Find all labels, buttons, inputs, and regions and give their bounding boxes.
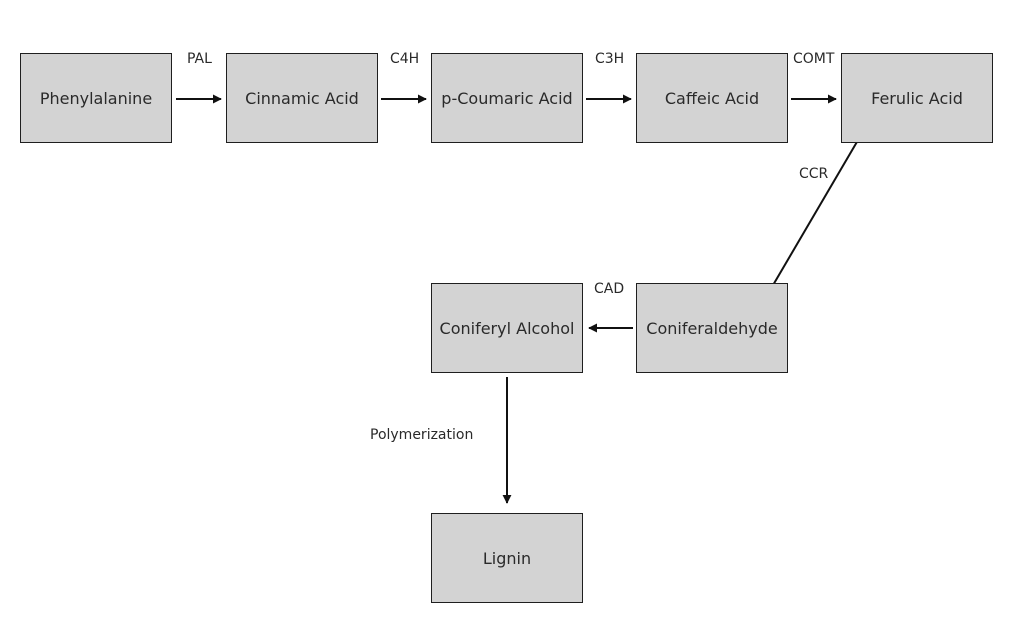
edge-label-polymerization: Polymerization bbox=[370, 427, 474, 443]
node-label: Phenylalanine bbox=[39, 88, 153, 108]
node-coniferyl-alcohol: Coniferyl Alcohol bbox=[431, 283, 583, 373]
node-label: Lignin bbox=[482, 548, 532, 568]
edge-label-cad: CAD bbox=[594, 281, 625, 297]
node-label: Coniferyl Alcohol bbox=[439, 318, 575, 338]
arrow-ferulic-to-coniferaldehyde bbox=[768, 134, 862, 293]
edge-label-ccr: CCR bbox=[799, 166, 829, 182]
edge-label-pal: PAL bbox=[187, 51, 212, 67]
node-phenylalanine: Phenylalanine bbox=[20, 53, 172, 143]
node-label: Cinnamic Acid bbox=[245, 88, 359, 108]
node-cinnamic-acid: Cinnamic Acid bbox=[226, 53, 378, 143]
node-label: p-Coumaric Acid bbox=[441, 88, 573, 108]
node-ferulic-acid: Ferulic Acid bbox=[841, 53, 993, 143]
node-p-coumaric-acid: p-Coumaric Acid bbox=[431, 53, 583, 143]
node-caffeic-acid: Caffeic Acid bbox=[636, 53, 788, 143]
node-label: Ferulic Acid bbox=[871, 88, 963, 108]
node-label: Caffeic Acid bbox=[664, 88, 760, 108]
node-lignin: Lignin bbox=[431, 513, 583, 603]
edge-label-c4h: C4H bbox=[390, 51, 420, 67]
edge-label-comt: COMT bbox=[793, 51, 835, 67]
node-label: Coniferaldehyde bbox=[646, 318, 778, 338]
edge-label-c3h: C3H bbox=[595, 51, 625, 67]
node-coniferaldehyde: Coniferaldehyde bbox=[636, 283, 788, 373]
